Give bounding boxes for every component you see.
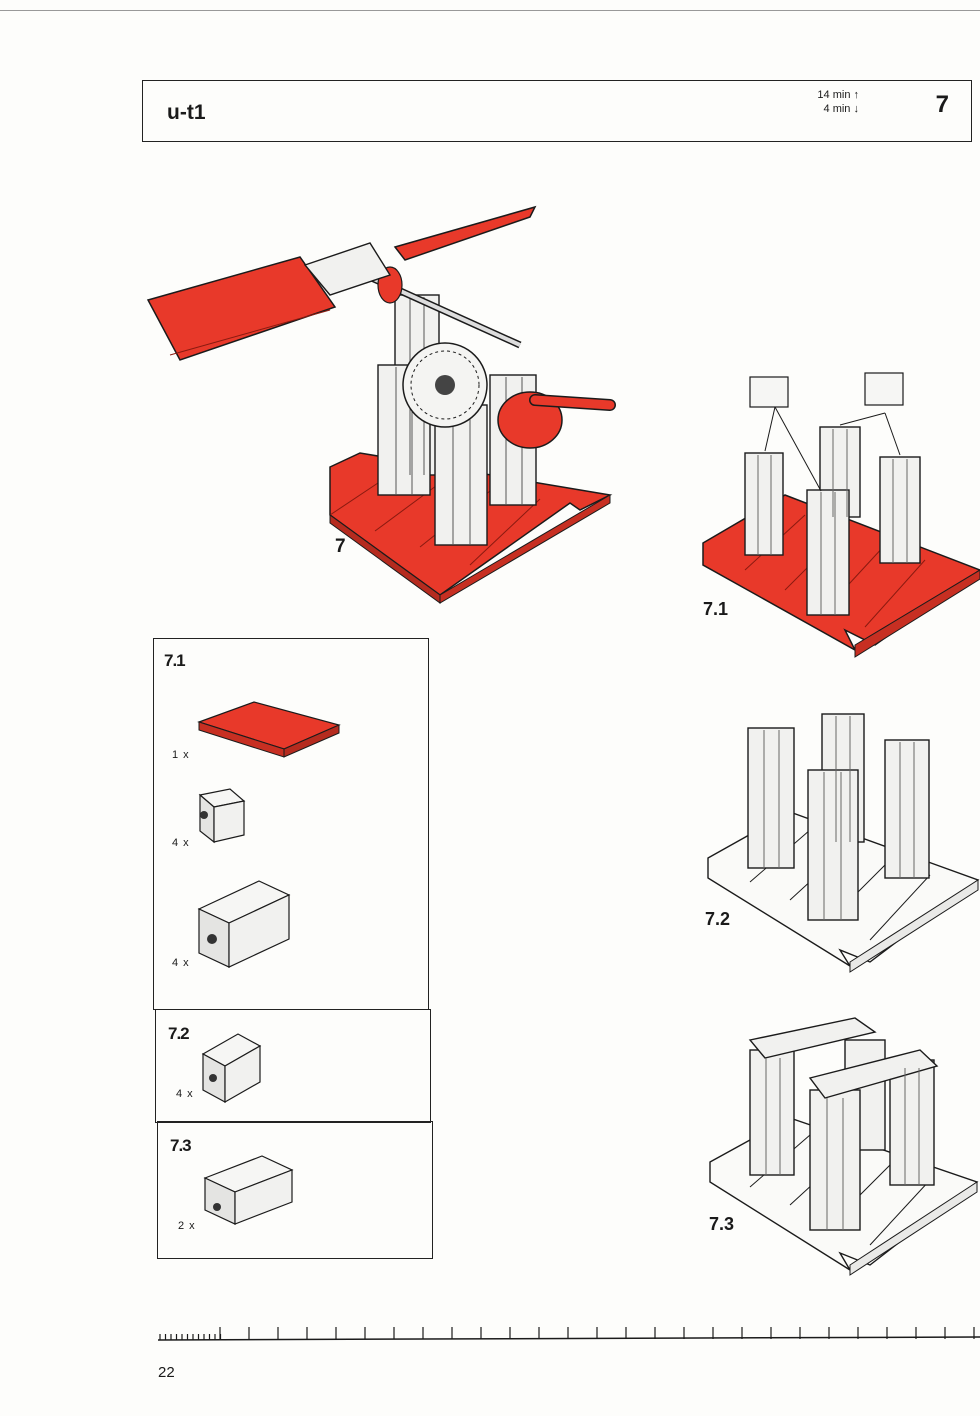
small-block-right [864, 372, 904, 406]
part-qty: 2 x [178, 1220, 196, 1232]
pillar-1 [744, 452, 784, 556]
step-number: 7 [935, 91, 949, 118]
parts-box-7-1: 7.1 1 x 4 x 4 x [153, 638, 429, 1010]
step-7-3-figure-label: 7.3 [709, 1214, 734, 1234]
pillar-3 [879, 456, 921, 564]
small-block-left [749, 376, 789, 408]
arch-pillar-3 [889, 1059, 935, 1186]
blade-left [146, 256, 337, 361]
part-qty: 1 x [172, 749, 190, 761]
part-qty: 4 x [172, 957, 190, 969]
build-time-down: 4 min ↓ [823, 103, 859, 115]
step-7-2-illustration: 7.2 [705, 713, 980, 973]
part-building-block [203, 1155, 294, 1225]
step-7-1-illustration: 7.1 [702, 372, 980, 658]
part-red-base-plate [197, 701, 341, 758]
page-number: 22 [158, 1364, 175, 1381]
parts-section-label: 7.2 [168, 1024, 190, 1043]
pillar-4 [806, 489, 850, 616]
build-time-up: 14 min ↑ [817, 89, 859, 101]
parts-box-7-3: 7.3 2 x [157, 1121, 433, 1259]
step-7-1-figure-label: 7.1 [703, 599, 728, 619]
arch-beam-front [808, 1049, 939, 1099]
part-qty: 4 x [172, 837, 190, 849]
main-model-illustration: 7 [146, 205, 616, 604]
arch-pillar-4 [809, 1089, 861, 1231]
parts-box-7-2: 7.2 4 x [155, 1009, 431, 1123]
main-figure-label: 7 [335, 536, 346, 557]
part-building-block [197, 880, 291, 968]
arch-pillar-1 [749, 1049, 795, 1176]
step-7-3-illustration: 7.3 [709, 1017, 979, 1276]
bottom-ruler [158, 1327, 980, 1341]
tall-pillar-1 [747, 727, 795, 869]
step-7-2-figure-label: 7.2 [705, 909, 730, 929]
blade-holder [303, 242, 392, 296]
part-small-building-block [198, 788, 246, 844]
parts-section-label: 7.1 [164, 651, 186, 670]
header-box: u-t1 14 min ↑ 4 min ↓ 7 [142, 80, 972, 142]
part-qty: 4 x [176, 1088, 194, 1100]
top-rule [0, 10, 980, 11]
arch-beam-back [748, 1017, 877, 1059]
column-front-right [434, 404, 488, 546]
part-building-block [201, 1033, 262, 1104]
model-code: u-t1 [167, 101, 206, 124]
parts-section-label: 7.3 [170, 1136, 192, 1155]
blade-right [393, 205, 537, 261]
tall-pillar-3 [884, 739, 930, 879]
